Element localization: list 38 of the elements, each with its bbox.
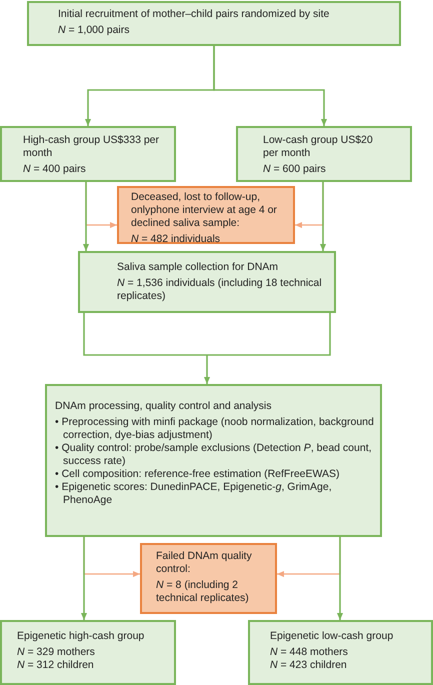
- process-box: [78, 251, 336, 313]
- box-heading: Failed DNAm quality control:: [156, 550, 253, 576]
- process-box: [236, 126, 412, 182]
- process-box: [45, 384, 382, 537]
- count-text: N = 8 (including 2 technical replicates): [156, 579, 250, 605]
- process-box: [27, 1, 401, 46]
- box-heading: Saliva sample collection for DNAm: [117, 261, 280, 274]
- count-text: N = 400 pairs: [23, 163, 87, 176]
- box-heading: High-cash group US$333 per month: [23, 134, 160, 160]
- bullet-item: • Quality control: probe/sample exclusions (Detection P, bead count, success rate): [55, 442, 373, 468]
- arrow: [82, 182, 90, 251]
- box-heading: Initial recruitment of mother–child pairs randomized by site: [58, 8, 330, 21]
- count-text: N = 1,000 pairs: [58, 24, 131, 37]
- box-heading: Low-cash group US$20 per month: [263, 134, 374, 160]
- bullet-item: • Epigenetic scores: DunedinPACE, Epigenetic-g, GrimAge, PhenoAge: [55, 481, 333, 507]
- arrow: [83, 312, 331, 385]
- box-heading: Epigenetic low-cash group: [270, 630, 394, 643]
- box-heading: Deceased, lost to follow-up, onlyphone interview at age 4 or declined saliva sample:: [131, 191, 278, 230]
- count-text: N = 448 mothers: [270, 646, 349, 659]
- arrow: [80, 537, 88, 620]
- count-text: N = 1,536 individuals (including 18 technical replicates): [117, 277, 323, 303]
- arrow: [320, 182, 326, 251]
- arrow: [213, 46, 328, 126]
- box-heading: DNAm processing, quality control and analysis: [55, 400, 273, 413]
- process-box: [0, 126, 176, 182]
- arrow: [336, 537, 344, 620]
- count-text: N = 482 individuals: [131, 233, 222, 246]
- bullet-item: • Cell composition: reference-free estimation (RefFreeEWAS): [55, 468, 341, 481]
- process-box: [248, 620, 433, 685]
- exclusion-box: [140, 543, 277, 614]
- process-box: [0, 620, 176, 685]
- exclusion-box: [117, 186, 295, 244]
- count-text: N = 423 children: [270, 659, 348, 672]
- bullet-item: • Preprocessing with minfi package (noob normalization, background correction, dye-bias adjustment): [55, 416, 374, 442]
- box-heading: Epigenetic high-cash group: [17, 630, 146, 643]
- count-text: N = 329 mothers: [17, 646, 96, 659]
- count-text: N = 312 children: [17, 659, 95, 672]
- count-text: N = 600 pairs: [263, 163, 327, 176]
